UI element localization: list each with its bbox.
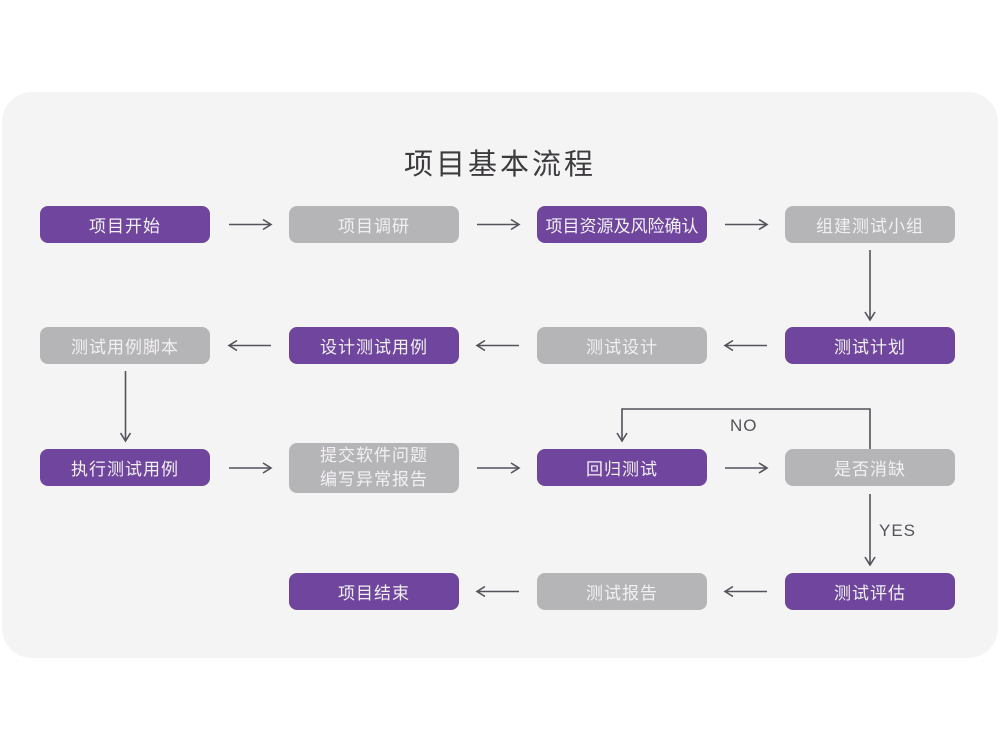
edge-label-yes: YES (879, 521, 917, 540)
node-test-case-script: 测试用例脚本 (40, 327, 210, 364)
node-submit-issue-report: 提交软件问题 编写异常报告 (289, 443, 459, 493)
diagram-title: 项目基本流程 (403, 149, 596, 181)
node-test-design: 测试设计 (537, 327, 707, 364)
node-test-evaluation: 测试评估 (785, 573, 955, 610)
node-project-research: 项目调研 (289, 206, 459, 243)
node-test-plan: 测试计划 (785, 327, 955, 364)
node-design-test-case: 设计测试用例 (289, 327, 459, 364)
flowchart-card (2, 92, 998, 658)
node-risk-confirm: 项目资源及风险确认 (537, 206, 707, 243)
node-project-end: 项目结束 (289, 573, 459, 610)
node-test-report: 测试报告 (537, 573, 707, 610)
node-regression-test: 回归测试 (537, 449, 707, 486)
node-execute-test-case: 执行测试用例 (40, 449, 210, 486)
node-project-start: 项目开始 (40, 206, 210, 243)
node-defect-cleared: 是否消缺 (785, 449, 955, 486)
node-build-test-team: 组建测试小组 (785, 206, 955, 243)
edge-label-no: NO (730, 416, 758, 435)
